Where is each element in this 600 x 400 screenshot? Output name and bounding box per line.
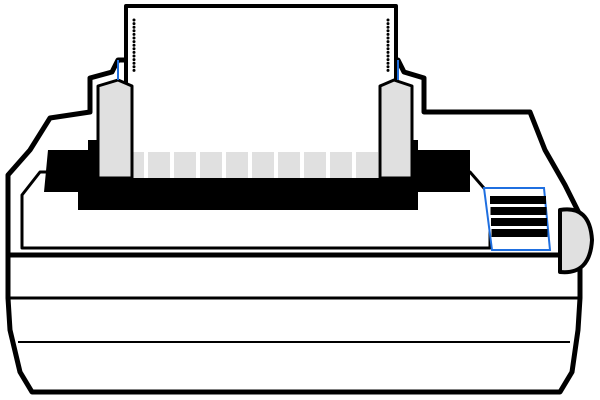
right-sprocket-holes: [386, 18, 390, 72]
platen-knob: [558, 207, 594, 275]
control-button: [490, 207, 547, 215]
left-sprocket-hole: [132, 65, 136, 69]
right-sprocket-hole: [386, 32, 390, 36]
paper-strip: [226, 152, 248, 178]
right-sprocket-hole: [386, 40, 390, 44]
left-sprocket-hole: [132, 68, 136, 72]
left-sprocket-hole: [132, 18, 136, 22]
left-sprocket-holes: [132, 18, 136, 72]
paper-strip: [278, 152, 300, 178]
control-button: [491, 218, 547, 226]
right-sprocket-hole: [386, 18, 390, 22]
left-sprocket-hole: [132, 32, 136, 36]
right-sprocket-hole: [386, 25, 390, 29]
left-sprocket-hole: [132, 50, 136, 54]
paper-strip: [304, 152, 326, 178]
right-sprocket-hole: [386, 65, 390, 69]
left-paper-guide: [96, 78, 134, 180]
left-sprocket-hole: [132, 29, 136, 33]
paper-strip: [200, 152, 222, 178]
left-sprocket-hole: [132, 25, 136, 29]
right-sprocket-hole: [386, 43, 390, 47]
right-sprocket-hole: [386, 61, 390, 65]
control-button: [491, 229, 548, 237]
paper-strip: [174, 152, 196, 178]
paper-strip: [330, 152, 352, 178]
right-sprocket-hole: [386, 29, 390, 33]
control-panel-buttons: [490, 196, 548, 237]
left-sprocket-hole: [132, 61, 136, 65]
left-sprocket-hole: [132, 22, 136, 26]
left-sprocket-hole: [132, 40, 136, 44]
right-sprocket-hole: [386, 50, 390, 54]
right-sprocket-hole: [386, 36, 390, 40]
right-sprocket-hole: [386, 22, 390, 26]
right-sprocket-hole: [386, 68, 390, 72]
left-sprocket-hole: [132, 54, 136, 58]
right-sprocket-hole: [386, 47, 390, 51]
control-button: [490, 196, 546, 204]
left-sprocket-hole: [132, 58, 136, 62]
right-sprocket-hole: [386, 58, 390, 62]
paper-strip: [148, 152, 170, 178]
paper-strip: [356, 152, 378, 178]
left-sprocket-hole: [132, 36, 136, 40]
print-carriage: [100, 178, 396, 192]
right-sprocket-hole: [386, 54, 390, 58]
left-sprocket-hole: [132, 47, 136, 51]
left-sprocket-hole: [132, 43, 136, 47]
paper-strip: [252, 152, 274, 178]
printer-base: [5, 252, 583, 395]
right-paper-guide: [378, 78, 414, 180]
